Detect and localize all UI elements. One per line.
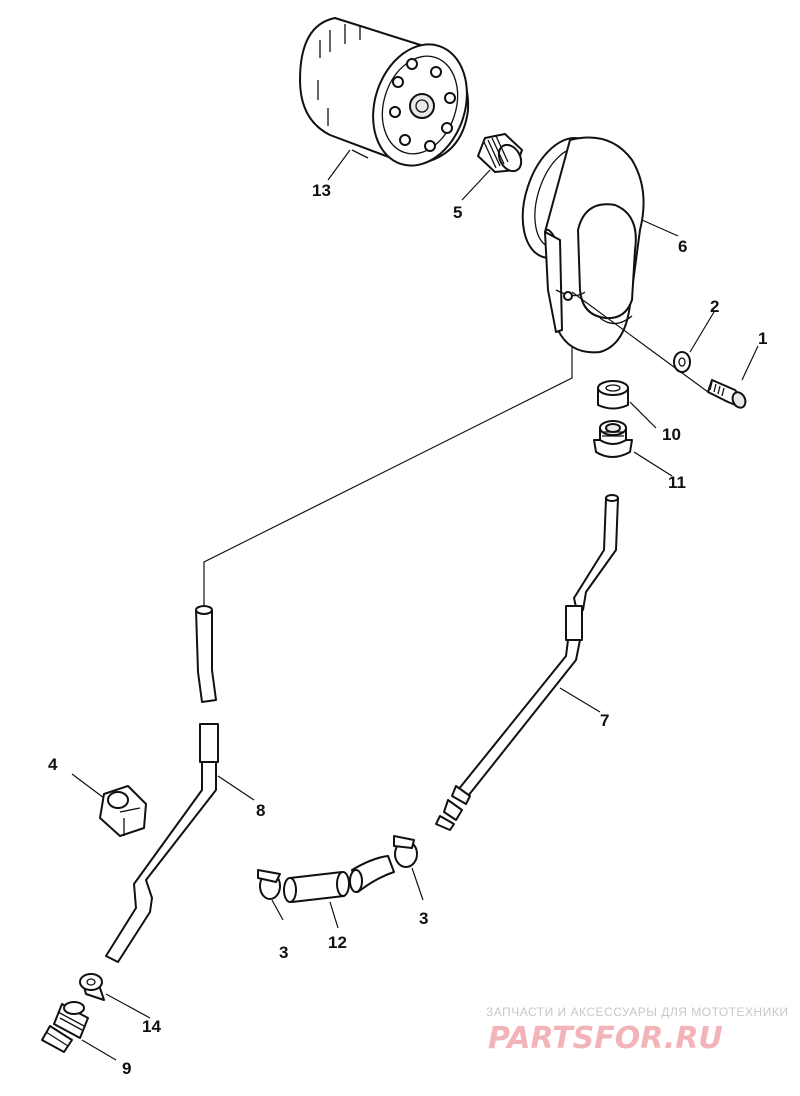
hose-clamp-part-3-right[interactable] [393,835,418,868]
callout-12: 12 [328,933,347,952]
oil-filter-part-13[interactable] [299,17,482,178]
callout-1: 1 [758,329,767,348]
callout-13: 13 [312,181,331,200]
washer-part-2[interactable] [673,351,691,373]
assembly-path-line [203,346,573,606]
assembly-path-screw [571,291,709,393]
callout-7: 7 [600,711,609,730]
callout-3-right: 3 [419,909,428,928]
hose-clamp-part-3-left[interactable] [257,869,281,900]
callout-14: 14 [142,1017,161,1036]
filter-adapter-part-6[interactable] [509,128,645,354]
watermark-tagline: ЗАПЧАСТИ И АКСЕССУАРЫ ДЛЯ МОТОТЕХНИКИ [486,1005,788,1019]
callout-8: 8 [256,801,265,820]
washer-part-14[interactable] [79,973,105,1001]
bushing-part-10[interactable] [597,380,629,410]
callout-11: 11 [668,473,686,492]
callout-10: 10 [662,425,681,444]
callout-6: 6 [678,237,687,256]
oil-line-part-8[interactable] [105,605,219,963]
hose-part-12[interactable] [283,855,395,903]
callout-leaders [71,149,759,1061]
screw-part-1[interactable] [707,379,748,410]
clamp-block-part-4[interactable] [99,785,147,837]
callout-2: 2 [710,297,719,316]
watermark-logo: PARTSFOR.RU [488,1021,723,1056]
watermark: ЗАПЧАСТИ И АКСЕССУАРЫ ДЛЯ МОТОТЕХНИКИ PA… [486,1005,788,1056]
fitting-nut-part-11[interactable] [593,420,633,458]
threaded-nipple-part-5[interactable] [477,133,526,175]
callout-5: 5 [453,203,462,222]
callout-3-left: 3 [279,943,288,962]
oil-line-part-7[interactable] [435,494,619,831]
callout-9: 9 [122,1059,131,1078]
callout-4: 4 [48,755,58,774]
fitting-part-9[interactable] [41,1001,89,1053]
